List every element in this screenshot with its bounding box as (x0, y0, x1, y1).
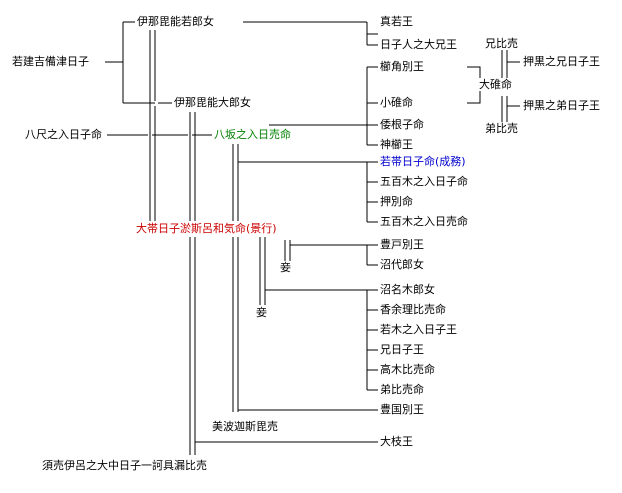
person-kamukushi: 神櫛王 (379, 138, 414, 151)
person-ehiko: 兄日子王 (379, 343, 425, 356)
person-iname-oiratsume: 伊那毘能大郎女 (173, 96, 252, 109)
person-wakatakekibitsuhiko: 若建吉備津日子 (11, 55, 90, 68)
person-mawaka: 真若王 (379, 15, 414, 28)
person-yamatoneko: 倭根子命 (379, 118, 425, 131)
person-otohime: 弟比売命 (379, 383, 425, 396)
person-numashiroiratsume: 沼代郎女 (379, 258, 425, 271)
person-yasakanoiribime: 八坂之入日売命 (213, 128, 292, 141)
person-kushitsunuwake: 櫛角別王 (379, 60, 425, 73)
person-ehime: 兄比売 (484, 37, 519, 50)
person-ousu: 小碓命 (379, 96, 414, 109)
person-oshiguro-ehiko: 押黒之兄日子王 (522, 55, 601, 68)
person-oeda: 大枝王 (379, 435, 414, 448)
person-wakakiirihiko: 若木之入日子王 (379, 323, 458, 336)
person-ousu-obito: 大碓命 (478, 78, 513, 91)
marker-mekake-1: 妾 (279, 261, 292, 274)
person-toyokuniwake: 豊国別王 (379, 403, 425, 416)
person-nunakiiratsume: 沼名木郎女 (379, 283, 436, 296)
person-hikohitonooe: 日子人之大兄王 (379, 38, 458, 51)
person-mihakashibime: 美波迦斯毘売 (211, 420, 279, 433)
person-kamunagahime: 須売伊呂之大中日子一訶具漏比売 (41, 459, 208, 472)
person-iokiiribime: 五百木之入日売命 (379, 215, 469, 228)
person-otohime2: 弟比売 (484, 122, 519, 135)
marker-mekake-2: 妾 (255, 306, 268, 319)
person-toyotowake: 豊戸別王 (379, 238, 425, 251)
person-kagoyorihime: 香余理比売命 (379, 303, 447, 316)
person-oshiguro-otohiko: 押黒之弟日子王 (522, 99, 601, 112)
person-iokiirihiko: 五百木之入日子命 (379, 175, 469, 188)
person-takakihime: 高木比売命 (379, 363, 436, 376)
person-yatarinoirihiko: 八尺之入日子命 (24, 128, 103, 141)
person-iname-wakairatsume: 伊那毘能若郎女 (136, 15, 215, 28)
person-keiko: 大帯日子淤斯呂和気命(景行) (135, 222, 278, 235)
person-seimu: 若帯日子命(成務) (379, 155, 467, 168)
person-oshiwake: 押別命 (379, 195, 414, 208)
